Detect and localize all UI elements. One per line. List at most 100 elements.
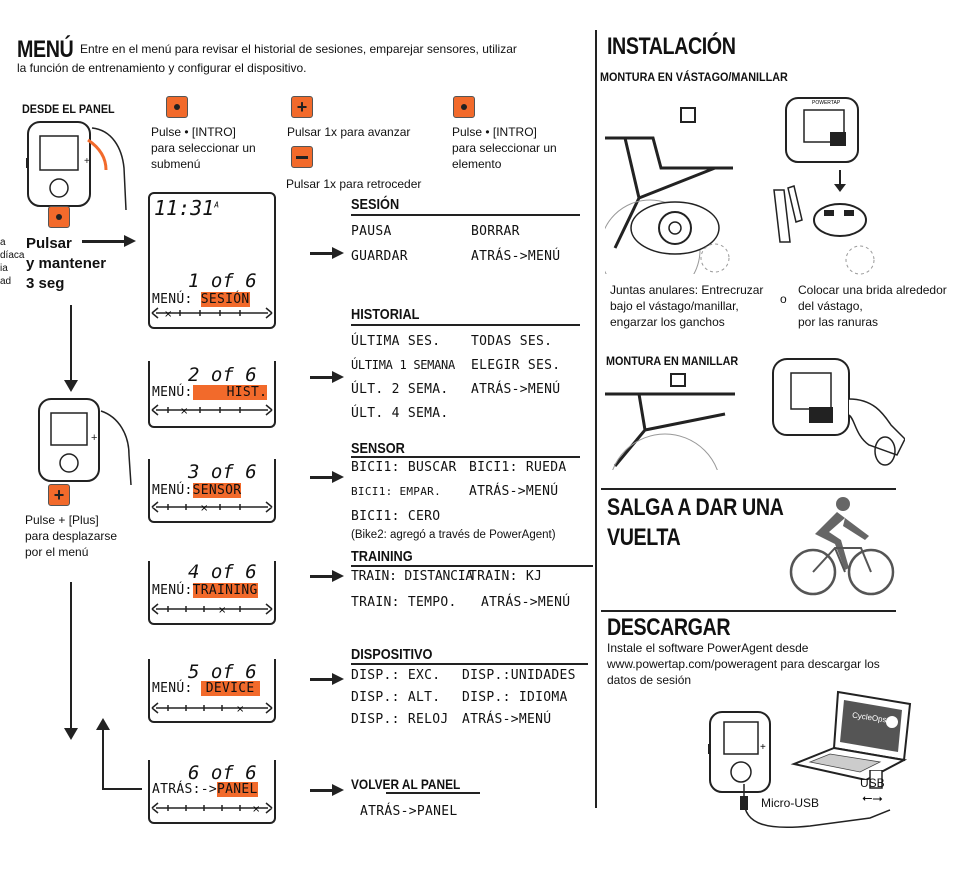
lcd-menu-line: MENÚ: SESIÓN: [152, 292, 250, 307]
intro-button-hold[interactable]: [48, 206, 70, 228]
ride-title: SALGA A DAR UNA VUELTA: [607, 494, 784, 551]
menu-item[interactable]: ÚLT. 2 SEMA.: [351, 382, 449, 397]
handlebar-illustration: [605, 373, 735, 470]
lcd-screen-sesion: 11:31A 1 of 6 MENÚ: SESIÓN: [148, 192, 276, 329]
section-title-historial: HISTORIAL: [351, 306, 420, 323]
menu-item[interactable]: ATRÁS->PANEL: [360, 804, 458, 819]
menu-item[interactable]: BICI1: CERO: [351, 509, 441, 524]
column-divider: [595, 30, 597, 808]
lcd-item-highlight: TRAINING: [192, 583, 258, 598]
menu-item[interactable]: ATRÁS->MENÚ: [471, 249, 561, 264]
menu-title: MENÚ: [17, 36, 74, 63]
arrow-right-icon: [310, 247, 344, 259]
device-hand-icon: +: [26, 121, 127, 210]
svg-text:+: +: [760, 742, 766, 753]
intro-button-2[interactable]: [453, 96, 475, 118]
menu-item[interactable]: ATRÁS->MENÚ: [462, 712, 552, 727]
menu-item[interactable]: PAUSA: [351, 224, 392, 239]
svg-text:×: ×: [252, 804, 260, 815]
menu-item[interactable]: DISP.: IDIOMA: [462, 690, 568, 705]
menu-item[interactable]: BICI1: BUSCAR: [351, 460, 457, 475]
menu-item[interactable]: TRAIN: KJ: [469, 569, 543, 584]
scale-bar-icon: ×: [151, 603, 273, 616]
menu-intro-1: Entre en el menú para revisar el histori…: [80, 42, 517, 56]
dot-icon: [174, 104, 180, 110]
flow-line-4: [102, 788, 142, 790]
instalacion-title: INSTALACIÓN: [607, 33, 736, 60]
lcd-screen-device: 5 of 6 MENÚ: DEVICE: [148, 659, 276, 723]
arrow-right-icon: [82, 235, 136, 247]
arrow-right-icon: [310, 784, 344, 796]
lcd-count: 2 of 6: [188, 364, 257, 386]
arrow-right-icon: [310, 570, 344, 582]
device-mount-illustration: POWERTAP: [773, 97, 875, 275]
menu-item[interactable]: ATRÁS->MENÚ: [481, 595, 571, 610]
menu-item[interactable]: BICI1: RUEDA: [469, 460, 567, 475]
arrow-right-icon: [310, 673, 344, 685]
plus-button[interactable]: +: [291, 96, 313, 118]
scale-bar-icon: ×: [151, 501, 273, 514]
arrow-up-icon: [96, 718, 110, 730]
menu-item[interactable]: DISP.: EXC.: [351, 668, 441, 683]
usb-cable: [740, 770, 891, 829]
menu-item[interactable]: ÚLTIMA 1 SEMANA: [351, 358, 455, 372]
flow-line-3: [102, 728, 104, 790]
svg-text:×: ×: [180, 406, 188, 417]
menu-item[interactable]: TODAS SES.: [471, 334, 553, 349]
device-hand-icon-2: +: [38, 398, 132, 486]
minus-button[interactable]: [291, 146, 313, 168]
section-title-training: TRAINING: [351, 548, 413, 565]
menu-item[interactable]: ATRÁS->MENÚ: [471, 382, 561, 397]
menu-item[interactable]: GUARDAR: [351, 249, 408, 264]
scale-bar-icon: ×: [151, 702, 273, 715]
lcd-screen-sensor: 3 of 6 MENÚ:SENSOR: [148, 459, 276, 523]
divider: [351, 456, 580, 458]
scale-bar-icon: ×: [151, 307, 273, 320]
menu-item[interactable]: TRAIN: TEMPO.: [351, 595, 457, 610]
menu-item[interactable]: ATRÁS->MENÚ: [469, 484, 559, 499]
caption-or: o: [780, 292, 787, 306]
usb-icon: ⭠⭢: [862, 790, 883, 805]
lcd-item-highlight: DEVICE: [200, 681, 260, 696]
menu-item[interactable]: TRAIN: DISTANCIA: [351, 569, 474, 584]
menu-item[interactable]: DISP.: ALT.: [351, 690, 441, 705]
arrow-right-icon: [310, 471, 344, 483]
plus-instruction: Pulsar 1x para avanzar: [287, 125, 411, 139]
menu-item[interactable]: ELEGIR SES.: [471, 358, 561, 373]
menu-item[interactable]: BICI1: EMPAR.: [351, 485, 441, 498]
from-panel-label: DESDE EL PANEL: [22, 102, 115, 116]
lcd-menu-line: MENÚ:TRAINING: [152, 583, 258, 598]
menu-item[interactable]: DISP.: RELOJ: [351, 712, 449, 727]
lcd-time: 11:31A: [154, 196, 220, 220]
divider: [386, 792, 480, 794]
minus-instruction: Pulsar 1x para retroceder: [286, 177, 422, 191]
cyclist-icon: [789, 497, 895, 596]
menu-intro-2: la función de entrenamiento y configurar…: [17, 61, 307, 75]
lcd-screen-training: 4 of 6 MENÚ:TRAINING: [148, 561, 276, 625]
svg-text:×: ×: [200, 503, 208, 514]
lcd-item-highlight: PANEL: [217, 782, 258, 797]
laptop-icon: [790, 690, 912, 780]
plus-button-scroll[interactable]: +: [48, 484, 70, 506]
intro-button-1[interactable]: [166, 96, 188, 118]
device-download-icon: +: [708, 711, 771, 793]
plus-icon: +: [296, 97, 308, 117]
lcd-menu-line: MENÚ:HIST.: [152, 385, 268, 400]
menu-item[interactable]: BORRAR: [471, 224, 520, 239]
menu-item[interactable]: ÚLT. 4 SEMA.: [351, 406, 449, 421]
scale-bar-icon: ×: [151, 404, 273, 417]
lcd-count: 4 of 6: [188, 561, 257, 583]
dot-icon: [56, 214, 62, 220]
bar-mount-device-illustration: [772, 358, 905, 466]
hold-instruction: Pulsar y mantener 3 seg: [26, 235, 107, 292]
svg-text:×: ×: [218, 605, 226, 616]
menu-item[interactable]: DISP.:UNIDADES: [462, 668, 576, 683]
menu-header: MENÚ: [17, 36, 82, 64]
flow-line: [70, 305, 72, 385]
stem-mount-title: MONTURA EN VÁSTAGO/MANILLAR: [600, 70, 788, 84]
menu-item[interactable]: ÚLTIMA SES.: [351, 334, 441, 349]
lcd-item-highlight: HIST.: [192, 385, 268, 400]
